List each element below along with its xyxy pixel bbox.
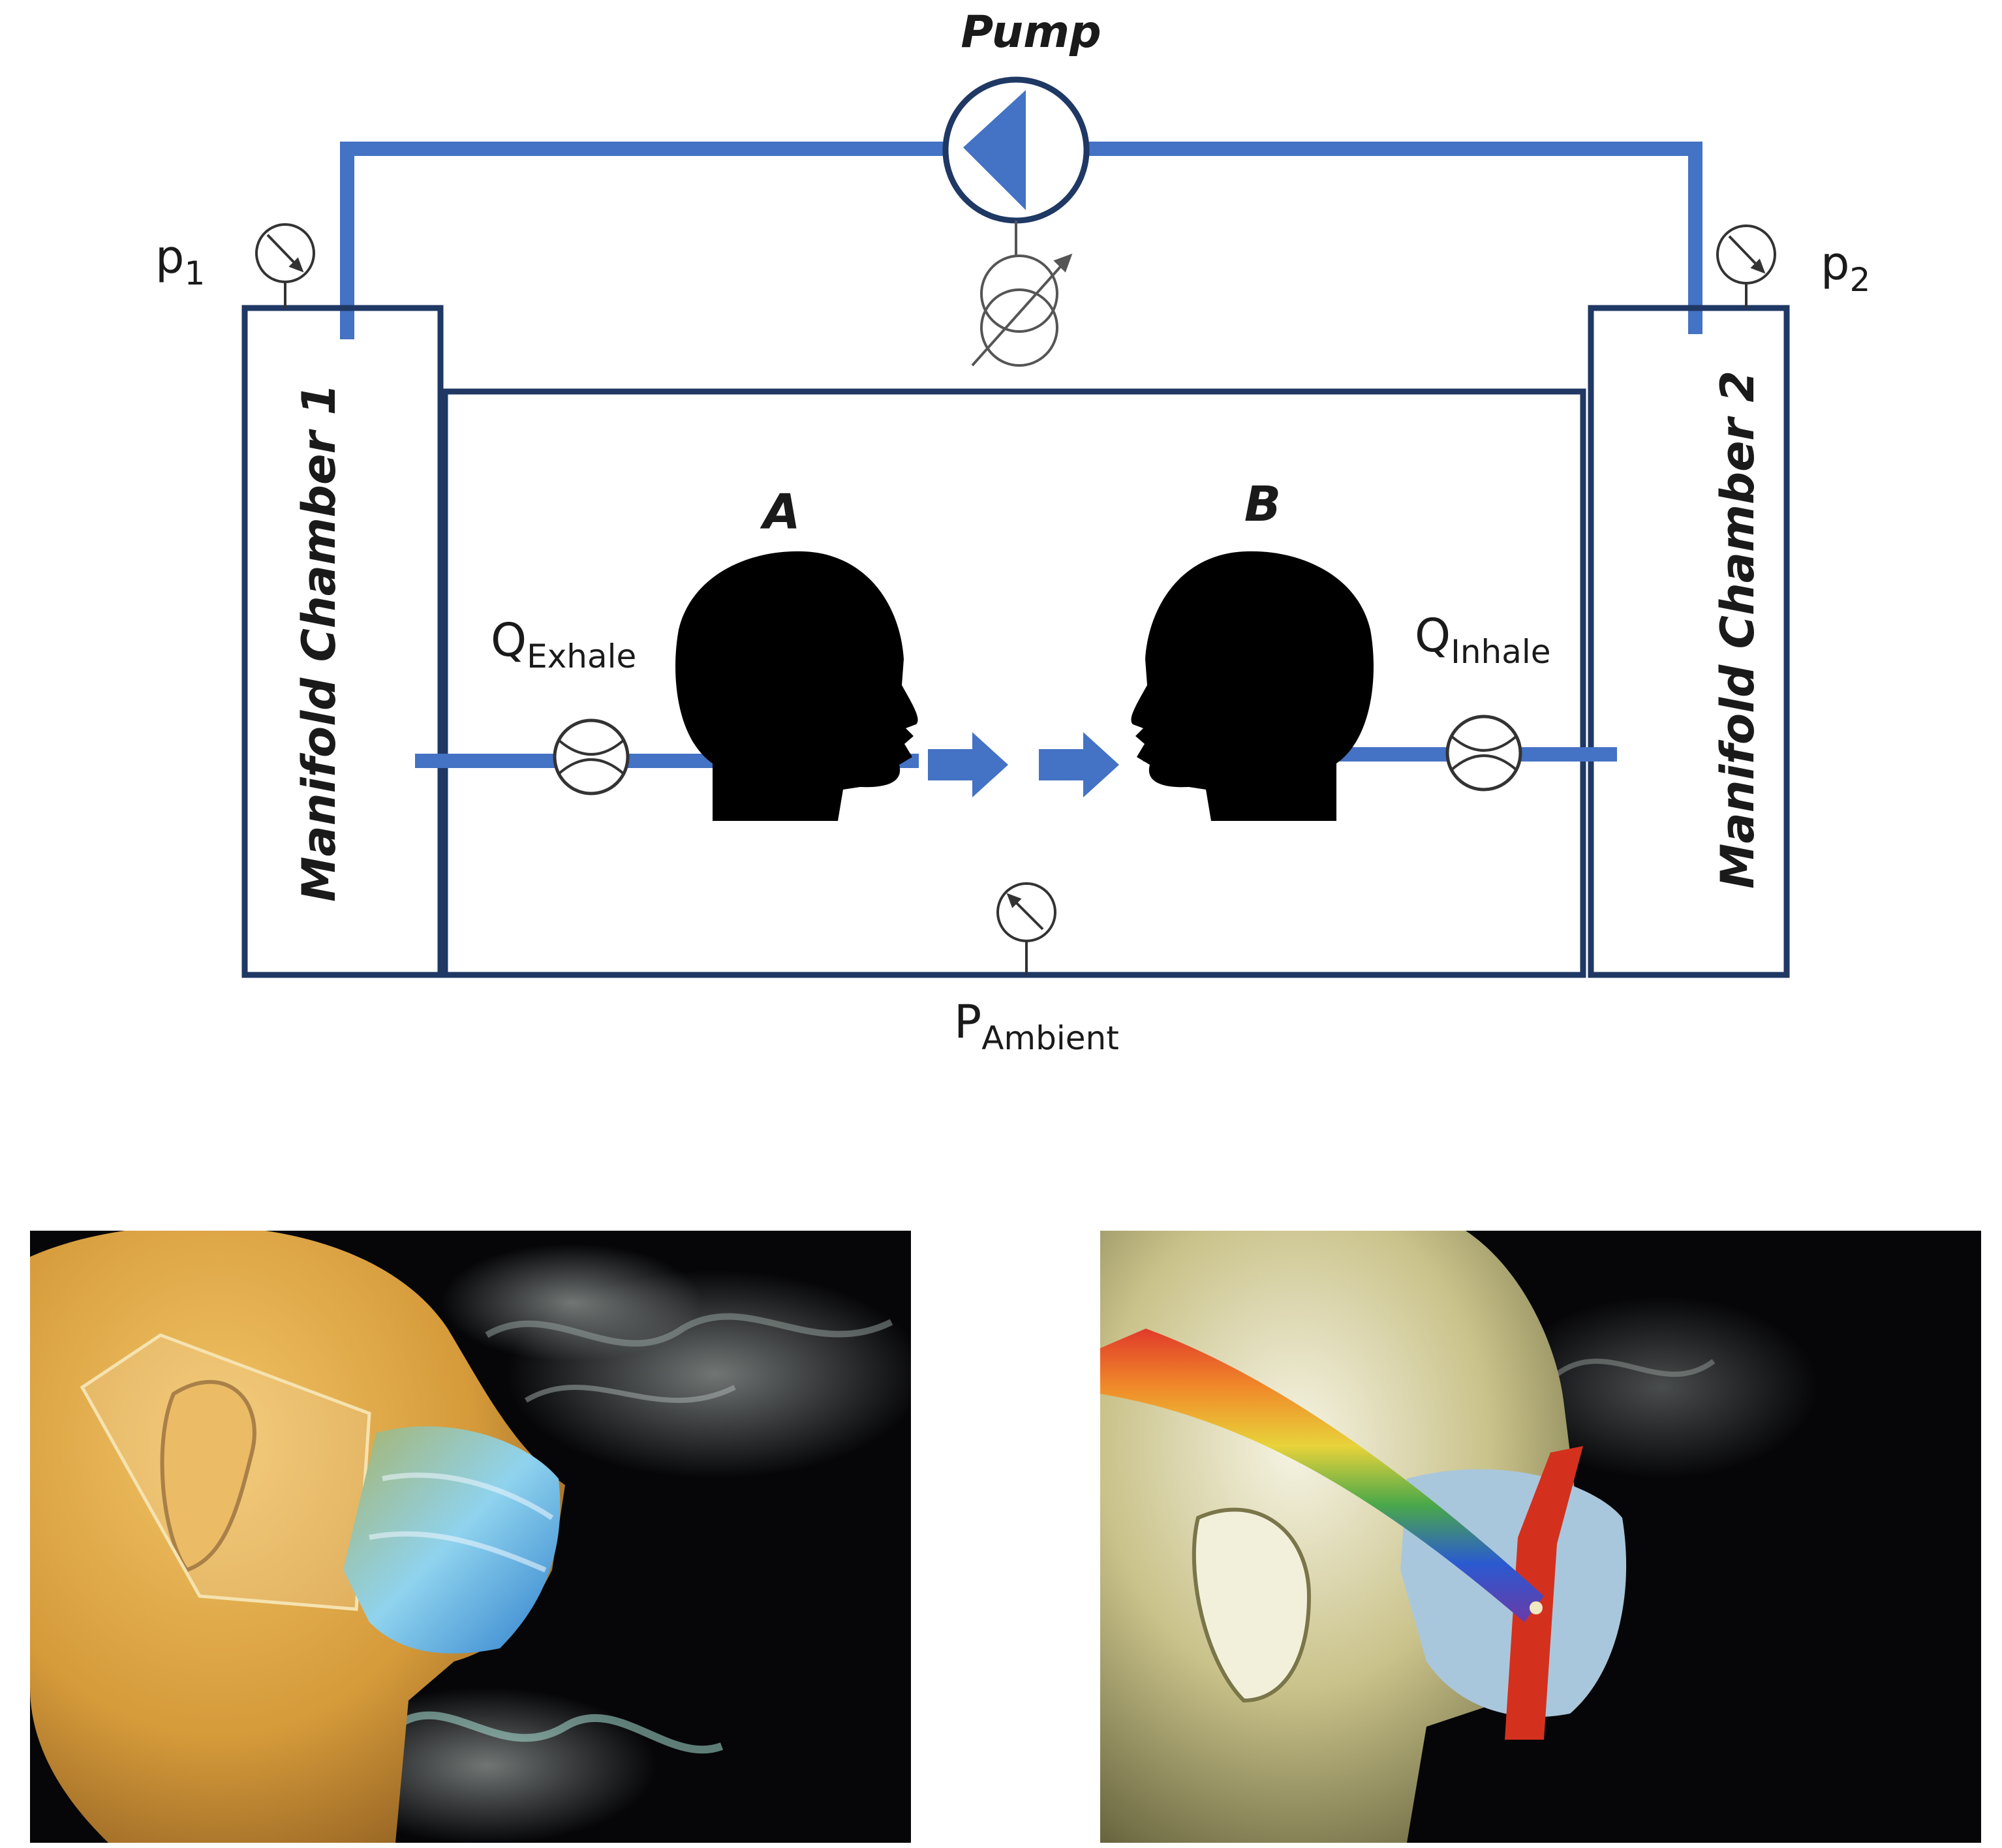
- p2-label: p2: [1821, 237, 1870, 299]
- manifold-chamber-2: [1588, 305, 1790, 978]
- head-b-label: B: [1244, 476, 1281, 532]
- p1-label: p1: [155, 230, 205, 292]
- head-a-silhouette: [675, 551, 918, 821]
- pressure-gauge-p1-icon: [255, 223, 315, 308]
- pump-loop-pipe: [340, 142, 1702, 339]
- q-exhale-label: QExhale: [491, 613, 636, 675]
- test-rig-diagram: Pump p1 p2 PAmbient Manifold Cha: [155, 7, 1870, 1057]
- chamber-1-label: Manifold Chamber 1: [292, 384, 346, 902]
- test-enclosure: [442, 388, 1586, 978]
- p-ambient-label: PAmbient: [954, 995, 1119, 1057]
- flow-arrow-icon: [928, 732, 1119, 797]
- flow-meter-exhale-icon: [553, 718, 630, 795]
- pump-label: Pump: [961, 7, 1101, 58]
- pump-icon: [942, 76, 1090, 224]
- q-inhale-label: QInhale: [1415, 609, 1551, 671]
- pressure-gauge-p2-icon: [1716, 224, 1776, 308]
- chamber-2-label: Manifold Chamber 2: [1711, 371, 1764, 889]
- photo-right-mannequin-mask-strap: [1100, 1231, 1981, 1843]
- mannequin-photo-left-icon: [30, 1231, 911, 1843]
- head-b-silhouette: [1131, 551, 1374, 821]
- variable-source-icon: [971, 221, 1073, 367]
- head-a-label: A: [760, 484, 800, 540]
- pressure-gauge-ambient-icon: [996, 882, 1056, 975]
- mannequin-photo-right-icon: [1100, 1231, 1981, 1843]
- photo-left-mannequin-face-shield: [30, 1231, 911, 1843]
- flow-meter-inhale-icon: [1445, 715, 1522, 792]
- manifold-chamber-1: [241, 305, 444, 978]
